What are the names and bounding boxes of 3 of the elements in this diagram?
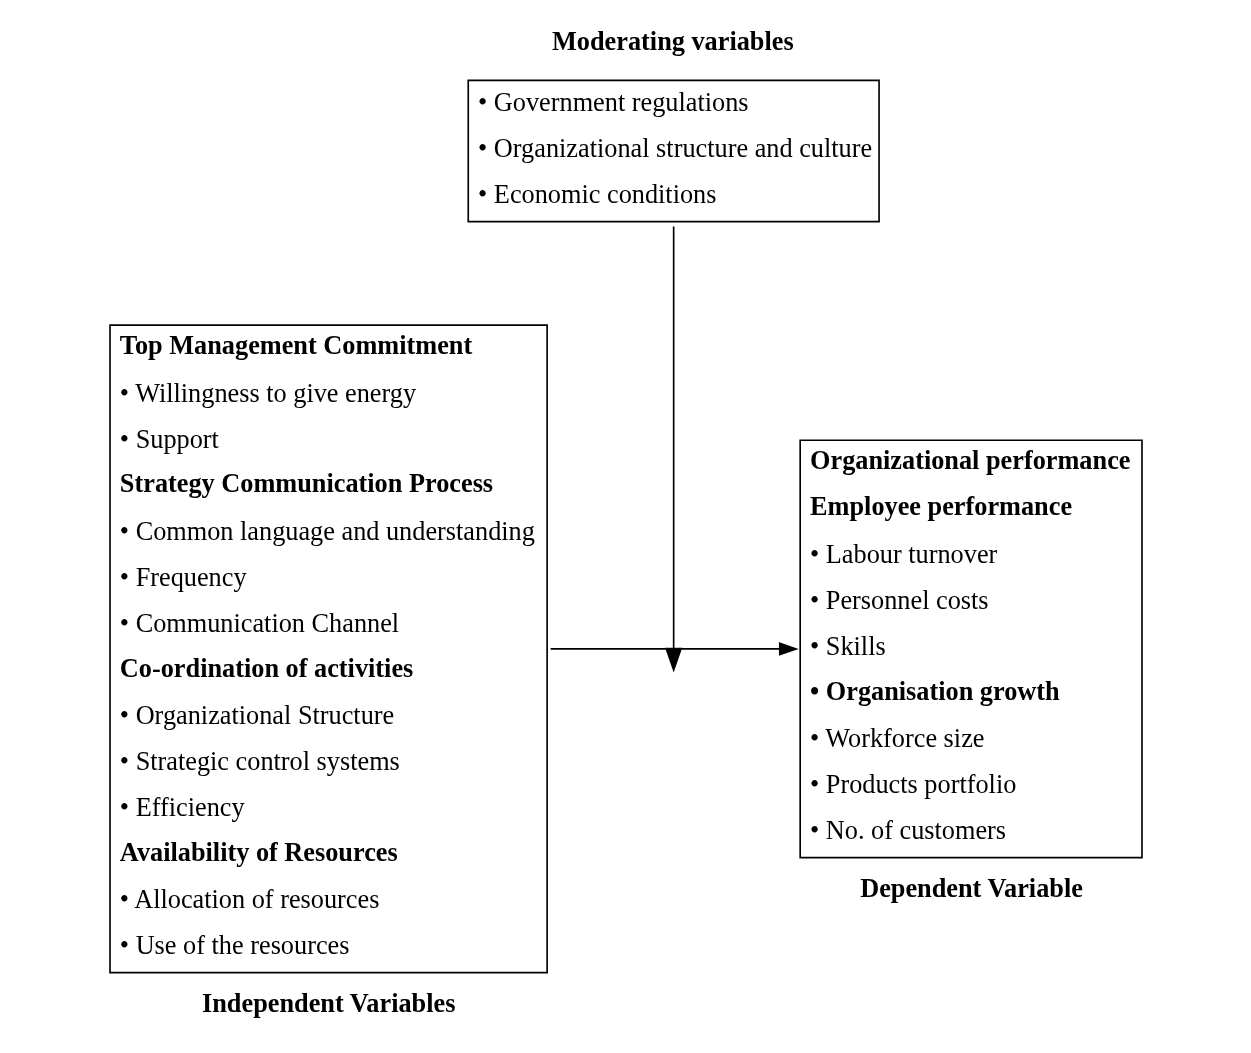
- node-label: Independent Variables: [201, 988, 455, 1018]
- node-label: Dependent Variable: [859, 873, 1083, 903]
- node-label: Moderating variables: [551, 27, 794, 57]
